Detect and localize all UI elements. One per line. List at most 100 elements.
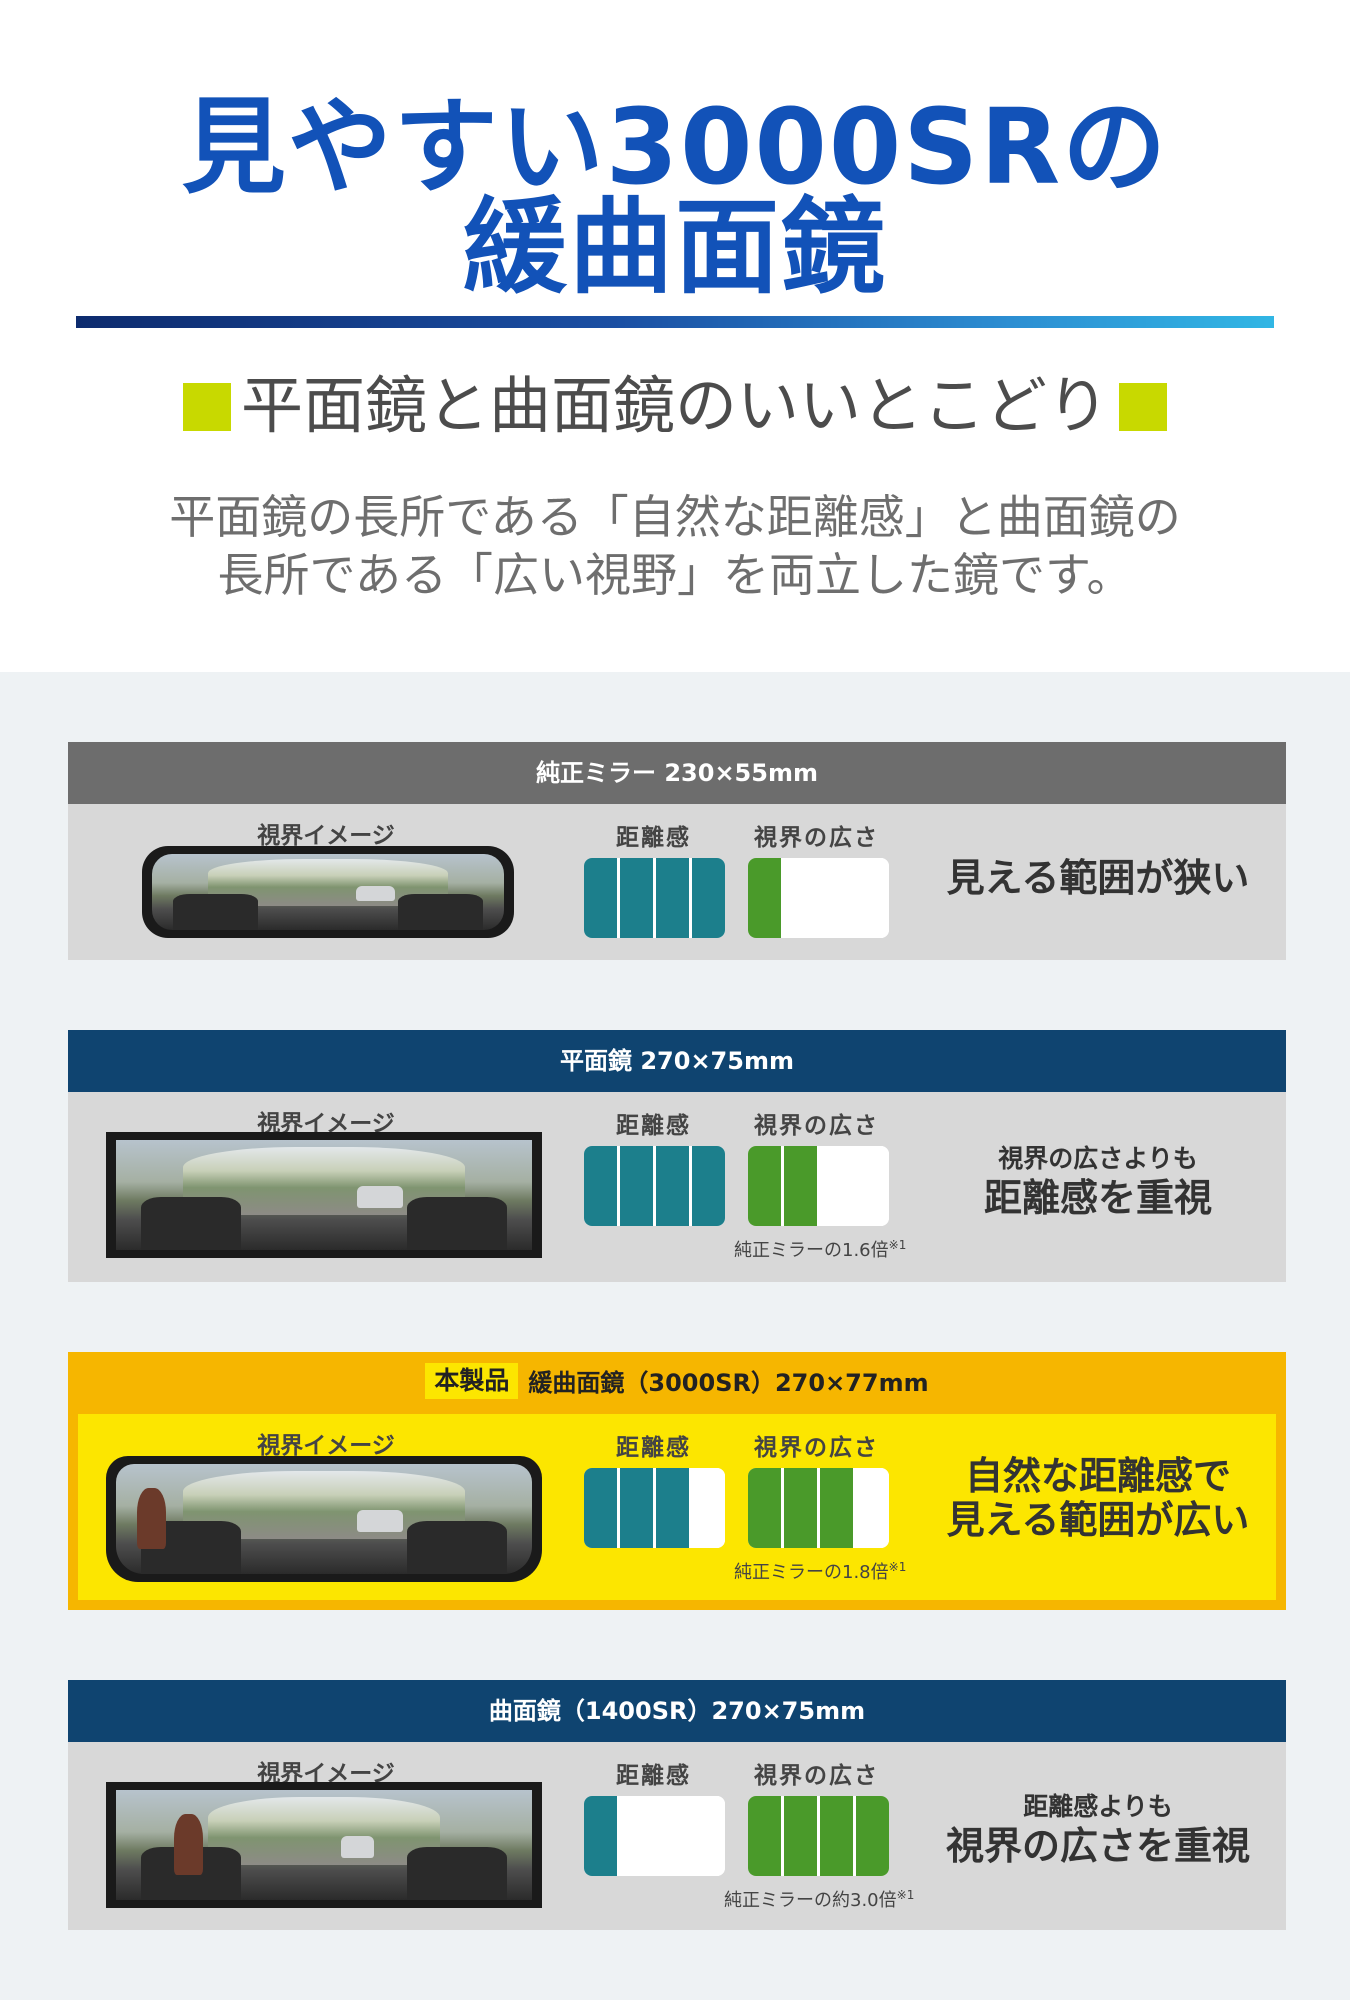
meter-segment xyxy=(584,1146,617,1226)
distance-meter xyxy=(584,1146,725,1226)
subtitle: 平面鏡と曲面鏡のいいとこどり xyxy=(0,368,1350,444)
meter-segment xyxy=(656,1146,689,1226)
panel-body: 視界イメージ 距離感 視界の広さ 純正ミラーの約3.0倍※1 距離感よりも 視界… xyxy=(68,1742,1286,1930)
verdict-big: 距離感を重視 xyxy=(983,1176,1212,1220)
meter-segment xyxy=(856,1796,889,1876)
meter-segment xyxy=(692,1468,725,1548)
meter-segment xyxy=(748,1796,781,1876)
panel-product: 本製品緩曲面鏡（3000SR）270×77mm 視界イメージ 距離感 視界の広さ… xyxy=(68,1352,1286,1610)
panel-body: 視界イメージ 距離感 視界の広さ 見える範囲が狭い xyxy=(68,804,1286,960)
verdict: 見える範囲が狭い xyxy=(928,856,1268,900)
ratio-note-text: 純正ミラーの約3.0倍 xyxy=(724,1890,897,1911)
meter-segment xyxy=(784,1796,817,1876)
meter-segment xyxy=(692,858,725,938)
distance-label: 距離感 xyxy=(616,1113,691,1139)
width-label: 視界の広さ xyxy=(754,1113,879,1139)
ratio-note: 純正ミラーの1.8倍※1 xyxy=(734,1558,906,1584)
view-image-label: 視界イメージ xyxy=(257,823,395,849)
view-image-label: 視界イメージ xyxy=(257,1433,395,1459)
meter-segment xyxy=(820,1146,853,1226)
verdict-small: 視界の広さよりも xyxy=(998,1144,1198,1173)
width-label: 視界の広さ xyxy=(754,825,879,851)
width-label: 視界の広さ xyxy=(754,1435,879,1461)
distance-meter xyxy=(584,1468,725,1548)
mirror-view-image xyxy=(106,1782,542,1908)
meter-segment xyxy=(656,858,689,938)
verdict-line-2: 見える範囲が広い xyxy=(946,1498,1250,1542)
distance-meter xyxy=(584,858,725,938)
distance-label: 距離感 xyxy=(616,1763,691,1789)
meter-segment xyxy=(856,1146,889,1226)
description-line-2: 長所である「広い視野」を両立した鏡です。 xyxy=(217,548,1133,602)
verdict-text: 見える範囲が狭い xyxy=(946,856,1250,900)
description: 平面鏡の長所である「自然な距離感」と曲面鏡の 長所である「広い視野」を両立した鏡… xyxy=(0,488,1350,604)
mirror-view-image xyxy=(106,1132,542,1258)
panel-header: 純正ミラー 230×55mm xyxy=(68,742,1286,804)
verdict: 視界の広さよりも 距離感を重視 xyxy=(928,1142,1268,1220)
meter-segment xyxy=(784,858,817,938)
square-bullet-icon xyxy=(1119,383,1167,431)
meter-segment xyxy=(584,1468,617,1548)
title-line-2: 緩曲面鏡 xyxy=(462,186,887,308)
meter-segment xyxy=(620,858,653,938)
meter-segment xyxy=(856,1468,889,1548)
meter-segment xyxy=(584,858,617,938)
description-line-1: 平面鏡の長所である「自然な距離感」と曲面鏡の xyxy=(169,490,1181,544)
width-meter xyxy=(748,1796,889,1876)
panel-stock-mirror: 純正ミラー 230×55mm 視界イメージ 距離感 視界の広さ 見える範囲が狭い xyxy=(68,742,1286,960)
hero-section: 見やすい3000SRの 緩曲面鏡 平面鏡と曲面鏡のいいとこどり 平面鏡の長所であ… xyxy=(0,0,1350,672)
subtitle-text: 平面鏡と曲面鏡のいいとこどり xyxy=(240,369,1109,442)
verdict-line-1: 自然な距離感で xyxy=(964,1454,1231,1498)
panel-curved-mirror: 曲面鏡（1400SR）270×75mm 視界イメージ 距離感 視界の広さ 純正ミ… xyxy=(68,1680,1286,1930)
width-label: 視界の広さ xyxy=(754,1763,879,1789)
ratio-note-text: 純正ミラーの1.8倍 xyxy=(734,1562,889,1583)
square-bullet-icon xyxy=(182,383,231,431)
comparison-section: 純正ミラー 230×55mm 視界イメージ 距離感 視界の広さ 見える範囲が狭い… xyxy=(0,672,1350,2000)
meter-segment xyxy=(748,1146,781,1226)
panel-header: 曲面鏡（1400SR）270×75mm xyxy=(68,1680,1286,1742)
meter-segment xyxy=(820,858,853,938)
title-line-1: 見やすい3000SRの xyxy=(181,86,1169,208)
footnote-mark: ※1 xyxy=(888,1560,907,1574)
verdict-big: 視界の広さを重視 xyxy=(945,1824,1250,1868)
meter-segment xyxy=(820,1468,853,1548)
meter-segment xyxy=(692,1146,725,1226)
meter-segment xyxy=(748,858,781,938)
verdict: 自然な距離感で 見える範囲が広い xyxy=(928,1454,1268,1542)
verdict-small: 距離感よりも xyxy=(1023,1792,1173,1821)
ratio-note-text: 純正ミラーの1.6倍 xyxy=(734,1240,889,1261)
ratio-note: 純正ミラーの1.6倍※1 xyxy=(734,1236,906,1262)
meter-segment xyxy=(656,1796,689,1876)
distance-label: 距離感 xyxy=(616,825,691,851)
panel-header: 平面鏡 270×75mm xyxy=(68,1030,1286,1092)
panel-header-text: 曲面鏡（1400SR）270×75mm xyxy=(488,1697,866,1725)
meter-segment xyxy=(748,1468,781,1548)
panel-header-text: 平面鏡 270×75mm xyxy=(560,1047,794,1075)
page-title: 見やすい3000SRの 緩曲面鏡 xyxy=(0,86,1350,308)
meter-segment xyxy=(620,1146,653,1226)
width-meter xyxy=(748,858,889,938)
meter-segment xyxy=(692,1796,725,1876)
footnote-mark: ※1 xyxy=(896,1888,915,1902)
meter-segment xyxy=(620,1796,653,1876)
gradient-divider xyxy=(76,316,1274,328)
meter-segment xyxy=(784,1146,817,1226)
panel-body: 視界イメージ 距離感 視界の広さ 純正ミラーの1.8倍※1 自然な距離感で 見え… xyxy=(78,1414,1276,1600)
meter-segment xyxy=(656,1468,689,1548)
distance-meter xyxy=(584,1796,725,1876)
verdict: 距離感よりも 視界の広さを重視 xyxy=(928,1790,1268,1868)
footnote-mark: ※1 xyxy=(888,1238,907,1252)
meter-segment xyxy=(856,858,889,938)
mirror-view-image xyxy=(106,1456,542,1582)
meter-segment xyxy=(820,1796,853,1876)
meter-segment xyxy=(784,1468,817,1548)
panel-flat-mirror: 平面鏡 270×75mm 視界イメージ 距離感 視界の広さ 純正ミラーの1.6倍… xyxy=(68,1030,1286,1282)
panel-header-text: 純正ミラー 230×55mm xyxy=(536,759,818,787)
mirror-view-image xyxy=(142,846,514,938)
panel-header: 本製品緩曲面鏡（3000SR）270×77mm xyxy=(68,1352,1286,1414)
product-badge: 本製品 xyxy=(425,1363,519,1399)
panel-body: 視界イメージ 距離感 視界の広さ 純正ミラーの1.6倍※1 視界の広さよりも 距… xyxy=(68,1092,1286,1282)
meter-segment xyxy=(620,1468,653,1548)
width-meter xyxy=(748,1468,889,1548)
meter-segment xyxy=(584,1796,617,1876)
